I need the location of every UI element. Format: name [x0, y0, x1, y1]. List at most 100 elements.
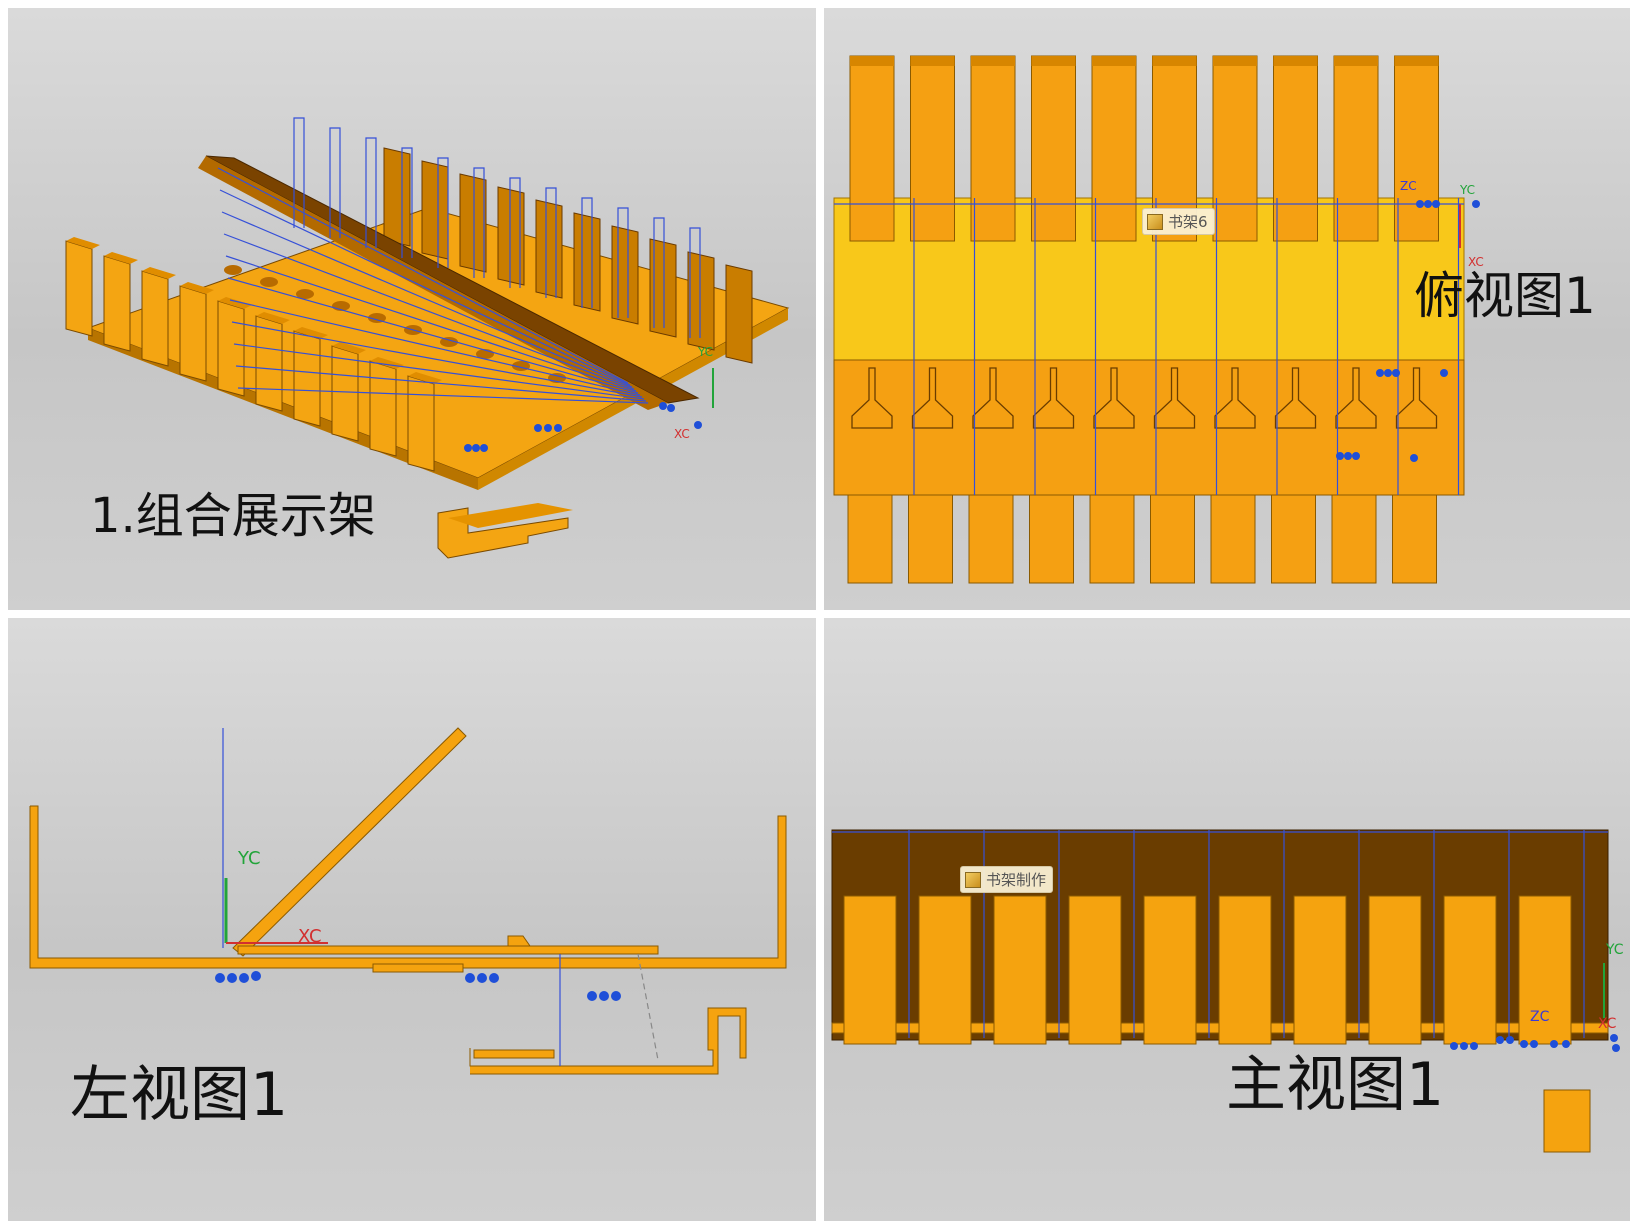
iso-front-fin-top — [180, 282, 214, 294]
top-lower-fin[interactable] — [1210, 494, 1256, 584]
top-lower-fin[interactable] — [1392, 494, 1437, 584]
iso-sketch-outline — [509, 177, 521, 288]
front-fin[interactable] — [1368, 895, 1422, 1045]
front-fin[interactable] — [843, 895, 897, 1045]
front-fin[interactable] — [1143, 895, 1197, 1045]
iso-front-fin[interactable] — [407, 375, 435, 472]
iso-back-fin[interactable] — [535, 199, 563, 299]
iso-front-fin-top — [104, 252, 138, 264]
iso-sketch-outline — [689, 227, 701, 338]
left-shelf-plate — [237, 945, 659, 955]
top-upper-fin-cap — [850, 56, 894, 66]
top-lower-fin[interactable] — [1150, 494, 1195, 584]
left-dimension-markers — [215, 971, 621, 1001]
top-lower-fin[interactable] — [1331, 494, 1377, 584]
front-part-tag[interactable]: 书架制作 — [960, 866, 1054, 893]
front-dimension-markers — [1450, 1034, 1620, 1052]
top-upper-fin[interactable] — [1394, 55, 1439, 242]
top-part-tag[interactable]: 书架6 — [1142, 208, 1215, 235]
top-hook-slot — [851, 367, 893, 429]
top-upper-fin[interactable] — [849, 55, 895, 242]
iso-sketch-line — [219, 189, 631, 386]
iso-sketch-line — [221, 211, 633, 388]
iso-sketch-line — [235, 365, 647, 402]
iso-back-fin[interactable] — [725, 264, 753, 364]
iso-front-fin[interactable] — [369, 360, 397, 457]
iso-sketch-outline — [401, 147, 413, 258]
top-hook-slot — [1032, 367, 1075, 429]
iso-sketch-line — [225, 255, 637, 392]
iso-front-fin-top — [332, 342, 366, 354]
iso-hook-top — [448, 503, 573, 528]
top-lower-fin[interactable] — [1271, 494, 1316, 584]
left-slanted-panel — [232, 727, 467, 957]
iso-model-drawing[interactable]: XC YC — [8, 8, 816, 610]
iso-front-fin[interactable] — [65, 240, 93, 337]
top-upper-fin[interactable] — [1031, 55, 1076, 242]
iso-front-fin[interactable] — [179, 285, 207, 382]
front-yc-label: YC — [1605, 942, 1624, 958]
top-dimension-markers — [1336, 200, 1480, 462]
top-upper-fin[interactable] — [1091, 55, 1137, 242]
left-hook-small — [473, 1049, 555, 1059]
front-fin[interactable] — [1293, 895, 1347, 1045]
top-hook-slot — [911, 367, 954, 429]
top-lower-fin[interactable] — [908, 494, 953, 584]
front-fin[interactable] — [918, 895, 972, 1045]
front-view-panel[interactable]: YC XC ZC 书架制作 主视图1 — [824, 618, 1630, 1221]
iso-xc-label: XC — [674, 427, 690, 441]
top-upper-fin-cap — [1334, 56, 1378, 66]
iso-front-fin[interactable] — [217, 300, 245, 397]
iso-sketch-outline — [545, 187, 557, 298]
front-hook-part — [1543, 1089, 1591, 1153]
iso-sketch-line — [233, 343, 645, 400]
iso-back-fin[interactable] — [383, 147, 411, 247]
iso-front-fin[interactable] — [141, 270, 169, 367]
top-lower-fin[interactable] — [847, 494, 893, 584]
iso-plate-hole — [440, 337, 458, 347]
top-model-drawing[interactable]: ZC YC XC — [824, 8, 1630, 610]
left-model-drawing[interactable]: YC XC — [8, 618, 816, 1221]
iso-back-fin[interactable] — [497, 186, 525, 286]
iso-front-fin[interactable] — [255, 315, 283, 412]
front-fin[interactable] — [1068, 895, 1122, 1045]
iso-back-fin[interactable] — [421, 160, 449, 260]
iso-front-fin-top — [408, 372, 442, 384]
iso-front-fin-top — [142, 267, 176, 279]
iso-back-fin[interactable] — [573, 212, 601, 312]
iso-plate-hole — [224, 265, 242, 275]
iso-back-fin[interactable] — [649, 238, 677, 338]
top-hook-slot — [1153, 367, 1196, 429]
front-fin[interactable] — [1443, 895, 1497, 1045]
front-fin[interactable] — [1518, 895, 1572, 1045]
iso-sketch-line — [227, 277, 639, 394]
top-upper-fin[interactable] — [1273, 55, 1318, 242]
top-upper-fin[interactable] — [970, 55, 1016, 242]
iso-sketch-line — [229, 299, 641, 396]
top-upper-fin-cap — [971, 56, 1015, 66]
left-xc-label: XC — [298, 926, 322, 947]
iso-front-fin[interactable] — [293, 330, 321, 427]
top-upper-fin[interactable] — [1212, 55, 1258, 242]
iso-back-fin[interactable] — [611, 225, 639, 325]
top-upper-fin[interactable] — [1333, 55, 1379, 242]
top-view-panel[interactable]: ZC YC XC 书架6 俯视图1 — [824, 8, 1630, 610]
iso-front-fin[interactable] — [331, 345, 359, 442]
top-lower-fin[interactable] — [968, 494, 1014, 584]
top-upper-fin[interactable] — [910, 55, 955, 242]
iso-sketch-line — [237, 387, 649, 404]
top-upper-fin-cap — [1394, 56, 1439, 66]
front-model-drawing[interactable]: YC XC ZC — [824, 618, 1630, 1221]
iso-back-fin[interactable] — [687, 251, 715, 351]
iso-caption: 1.组合展示架 — [90, 488, 376, 544]
front-caption: 主视图1 — [1226, 1050, 1445, 1120]
front-fin[interactable] — [993, 895, 1047, 1045]
iso-view-panel[interactable]: XC YC 1.组合展示架 — [8, 8, 816, 610]
top-caption: 俯视图1 — [1414, 267, 1596, 325]
top-lower-fin[interactable] — [1029, 494, 1074, 584]
iso-front-fin[interactable] — [103, 255, 131, 352]
front-fin[interactable] — [1218, 895, 1272, 1045]
top-lower-fin[interactable] — [1089, 494, 1135, 584]
left-view-panel[interactable]: YC XC 左视图1 — [8, 618, 816, 1221]
iso-back-fin[interactable] — [459, 173, 487, 273]
